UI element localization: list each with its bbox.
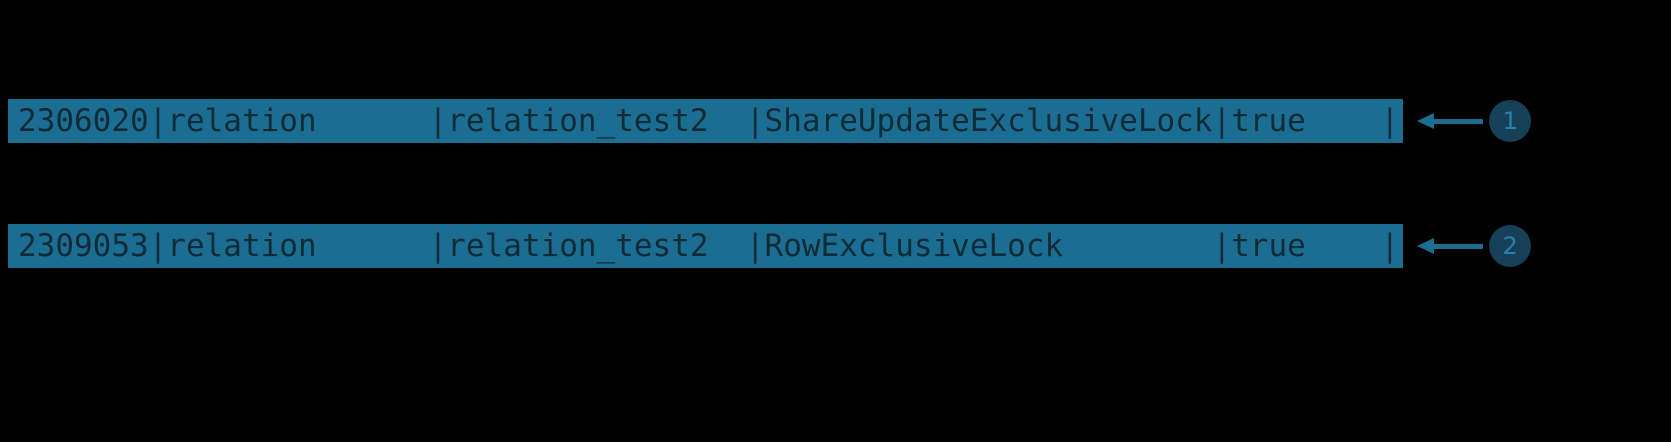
lock-row-line-2[interactable]: 2309053|relation |relation_test2 |RowExc… [8,224,1404,268]
annotation-badge-2[interactable]: 2 [1489,225,1532,267]
arrow-left-icon [1417,238,1484,254]
annotated-row-1: 2306020|relation |relation_test2 |ShareU… [0,99,1671,143]
arrow-left-icon [1417,113,1484,129]
lock-row-line-1[interactable]: 2306020|relation |relation_test2 |ShareU… [8,99,1404,143]
annotation-badge-1[interactable]: 1 [1489,100,1532,142]
annotation-arrow-1 [1417,109,1484,133]
annotated-row-2: 2309053|relation |relation_test2 |RowExc… [0,224,1671,268]
annotation-arrow-2 [1417,234,1484,258]
